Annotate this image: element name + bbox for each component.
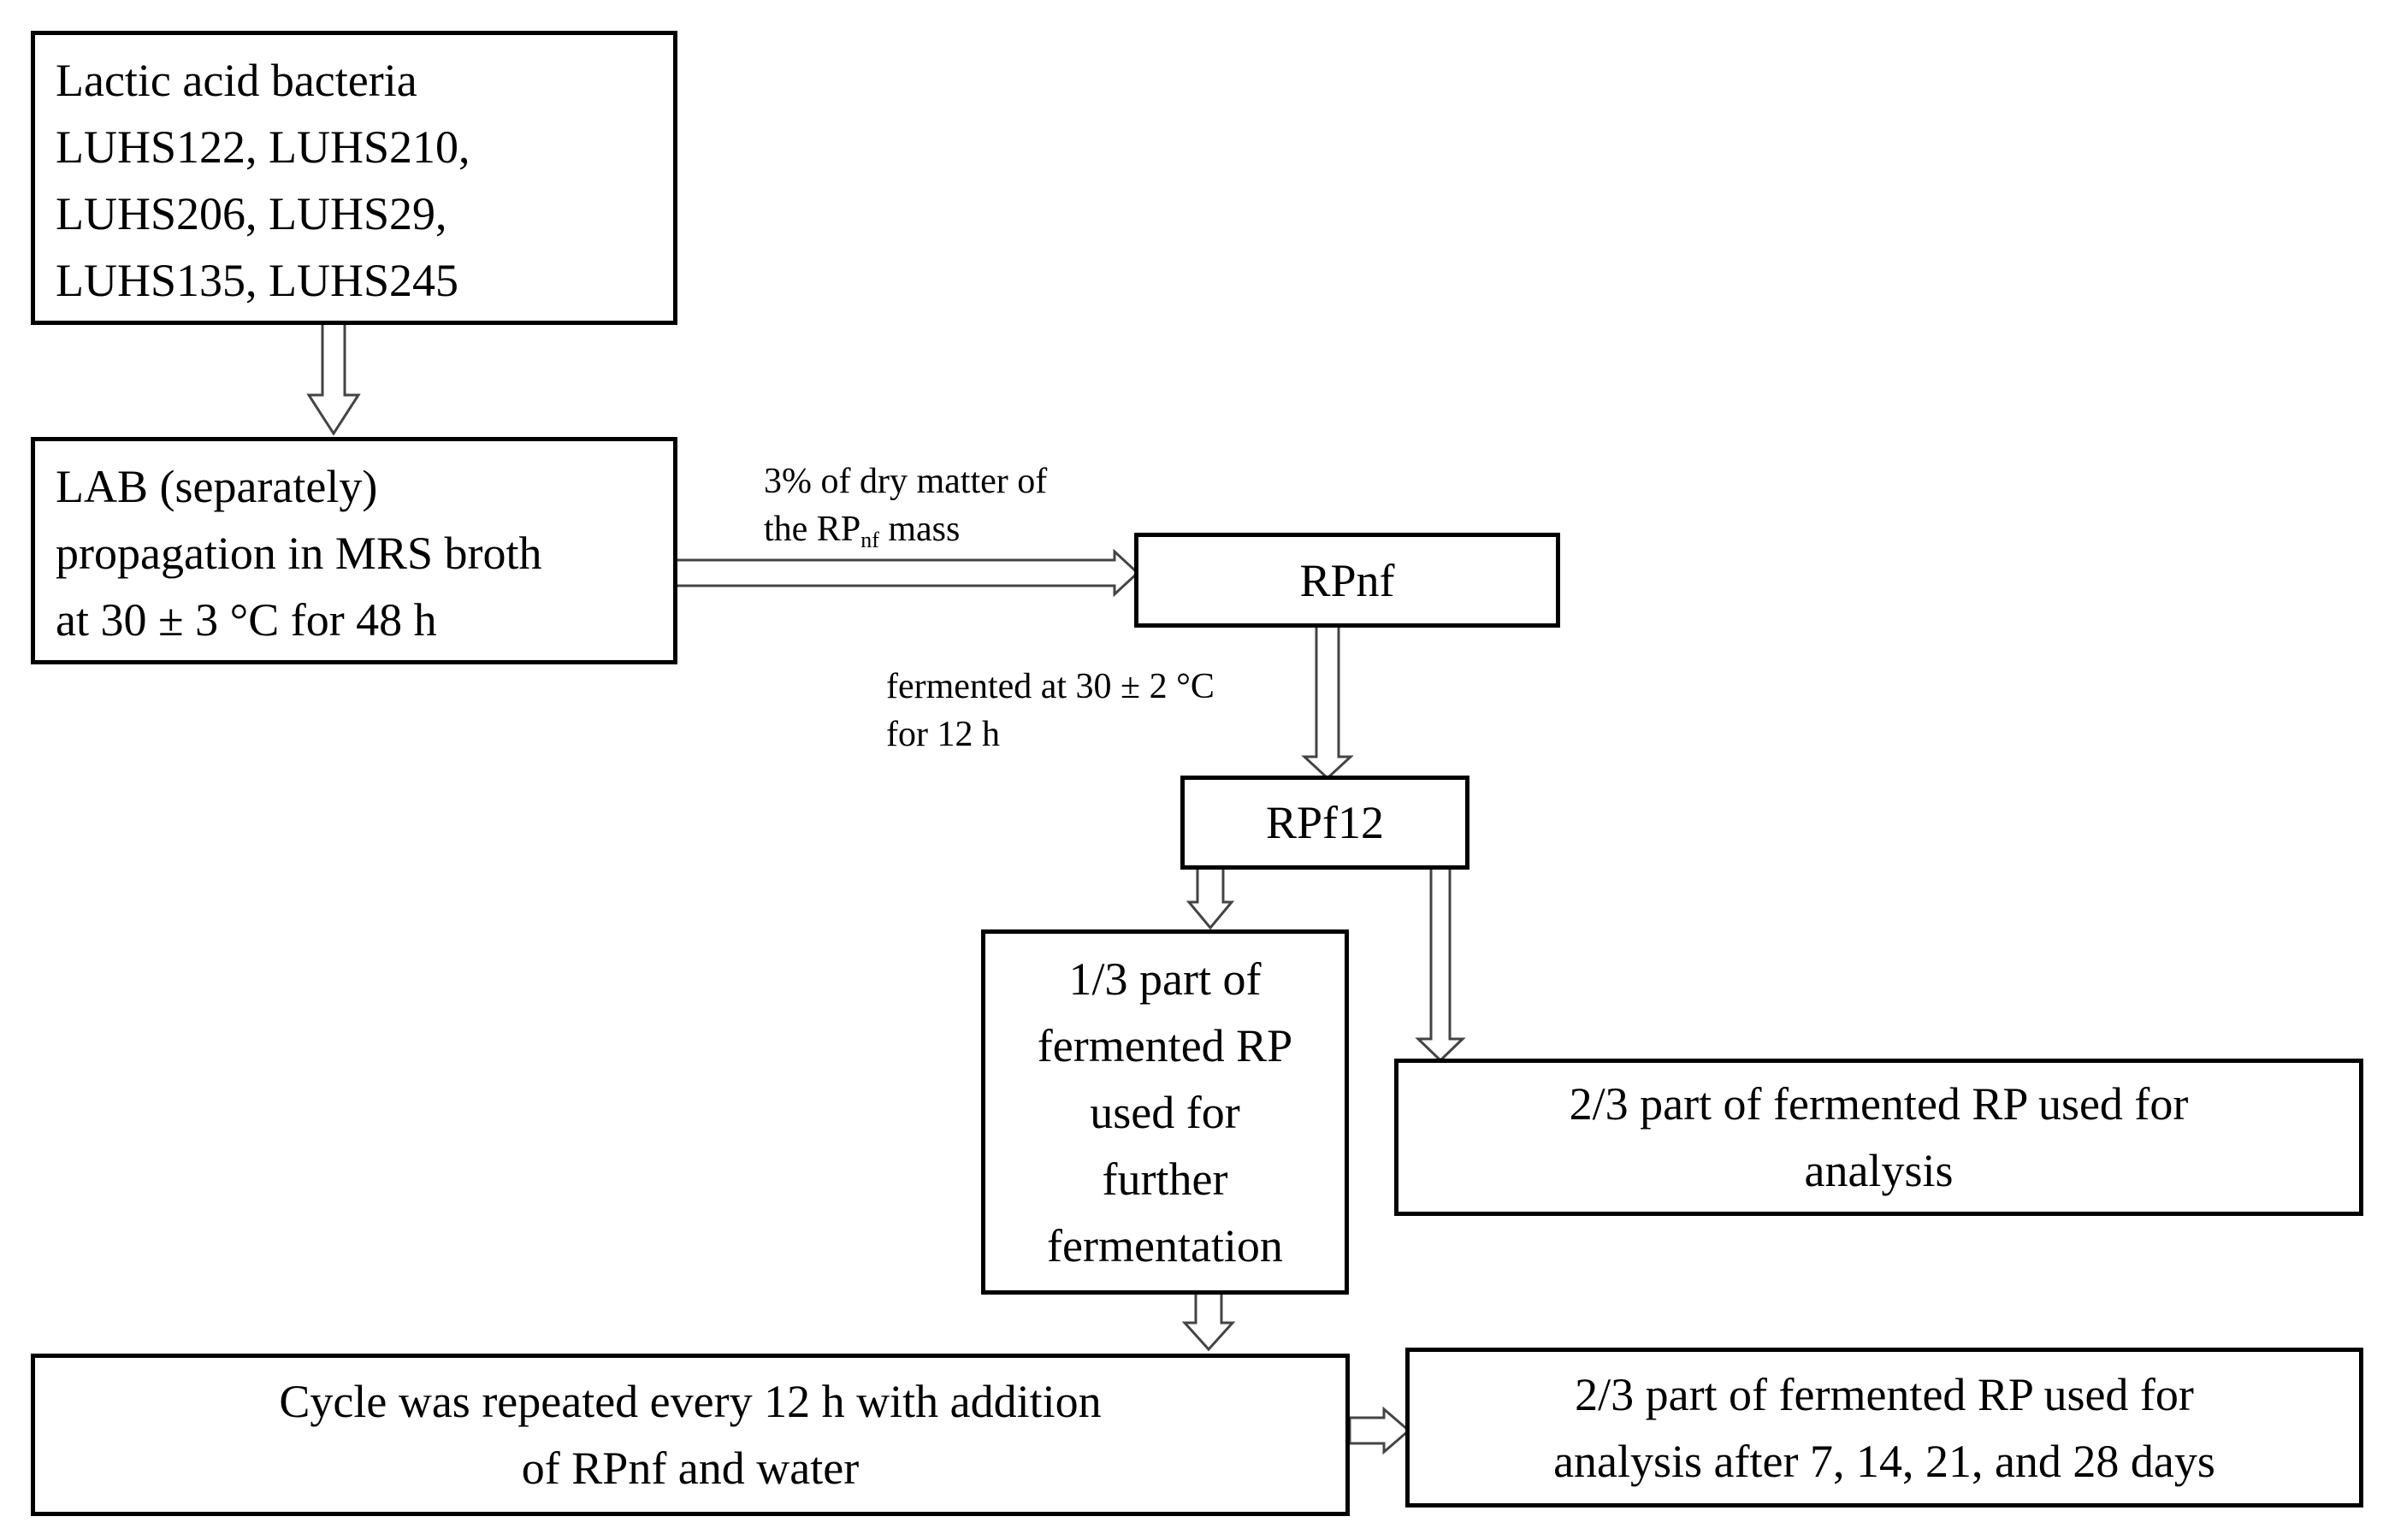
two-thirds-days-line: 2/3 part of fermented RP used for bbox=[1575, 1368, 2194, 1420]
lab-strains-line: Lactic acid bacteria bbox=[56, 55, 417, 106]
fermented-line: for 12 h bbox=[886, 715, 1000, 754]
propagation-line: LAB (separately) bbox=[56, 461, 378, 512]
lab-strains-line: LUHS206, LUHS29, bbox=[56, 188, 447, 239]
dry-matter-subscript: nf bbox=[860, 528, 879, 552]
arrow-rpnf-to-rpf12 bbox=[1301, 624, 1354, 781]
fermented-label: fermented at 30 ± 2 °C for 12 h bbox=[886, 663, 1215, 758]
arrow-propagation-to-rpnf bbox=[672, 548, 1140, 598]
dry-matter-line-1: 3% of dry matter of bbox=[764, 462, 1048, 501]
propagation-line: at 30 ± 3 °C for 48 h bbox=[56, 594, 437, 646]
dry-matter-suffix: mass bbox=[878, 510, 961, 549]
arrow-rpf12-to-two-thirds bbox=[1415, 866, 1466, 1063]
arrow-cycle-to-two-thirds-days bbox=[1348, 1406, 1411, 1455]
propagation-line: propagation in MRS broth bbox=[56, 528, 542, 579]
one-third-line: fermented RP bbox=[1037, 1019, 1293, 1071]
lab-strains-line: LUHS122, LUHS210, bbox=[56, 121, 470, 173]
cycle-box: Cycle was repeated every 12 h with addit… bbox=[31, 1354, 1350, 1516]
lab-strains-box: Lactic acid bacteria LUHS122, LUHS210, L… bbox=[31, 31, 677, 325]
one-third-box: 1/3 part of fermented RP used for furthe… bbox=[981, 929, 1349, 1295]
one-third-line: used for bbox=[1090, 1086, 1240, 1138]
cycle-line: Cycle was repeated every 12 h with addit… bbox=[279, 1376, 1102, 1427]
dry-matter-line-2: the RPnf mass bbox=[764, 505, 1047, 553]
rpf12-label: RPf12 bbox=[1265, 797, 1385, 848]
propagation-box: LAB (separately) propagation in MRS brot… bbox=[31, 437, 677, 664]
two-thirds-days-line: analysis after 7, 14, 21, and 28 days bbox=[1553, 1435, 2215, 1487]
fermented-line: fermented at 30 ± 2 °C bbox=[886, 667, 1215, 706]
two-thirds-box: 2/3 part of fermented RP used for analys… bbox=[1394, 1059, 2363, 1216]
lab-strains-line: LUHS135, LUHS245 bbox=[56, 255, 459, 306]
cycle-line: of RPnf and water bbox=[521, 1443, 860, 1494]
one-third-line: 1/3 part of bbox=[1068, 953, 1262, 1005]
rpnf-box: RPnf bbox=[1134, 533, 1560, 628]
dry-matter-prefix: the RP bbox=[764, 510, 861, 549]
arrow-one-third-to-cycle bbox=[1181, 1291, 1236, 1352]
two-thirds-days-box: 2/3 part of fermented RP used for analys… bbox=[1405, 1348, 2363, 1508]
two-thirds-line: 2/3 part of fermented RP used for bbox=[1569, 1078, 2189, 1130]
one-third-line: further bbox=[1102, 1153, 1228, 1205]
arrow-strains-to-propagation bbox=[306, 322, 361, 436]
one-third-line: fermentation bbox=[1047, 1219, 1283, 1272]
arrow-rpf12-to-one-third bbox=[1186, 866, 1235, 930]
rpnf-label: RPnf bbox=[1299, 554, 1395, 606]
two-thirds-line: analysis bbox=[1804, 1145, 1954, 1196]
dry-matter-label: 3% of dry matter of the RPnf mass bbox=[764, 457, 1047, 553]
rpf12-box: RPf12 bbox=[1180, 776, 1469, 870]
